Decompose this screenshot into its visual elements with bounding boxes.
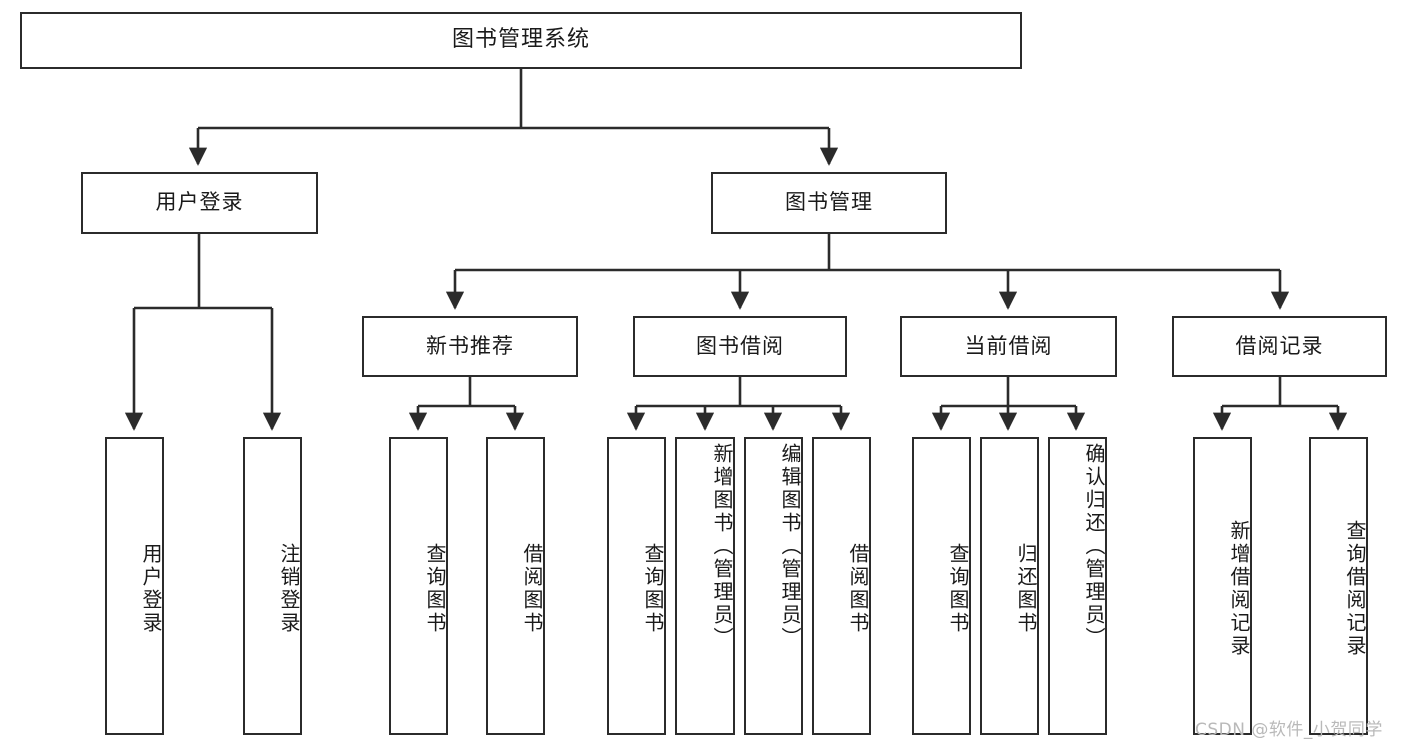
leaf-borrow-record-add[interactable]: 新增借阅记录: [1193, 437, 1252, 735]
node-book-borrow-label: 图书借阅: [696, 333, 784, 358]
node-user-login-label: 用户登录: [155, 190, 244, 215]
leaf-label: 归还图书: [1014, 543, 1038, 635]
leaf-label: 用户登录: [139, 543, 163, 635]
node-new-book-recommend-label: 新书推荐: [426, 333, 514, 358]
leaf-label: 借阅图书: [520, 543, 544, 635]
csdn-watermark: CSDN @软件_小贺同学: [1195, 720, 1383, 740]
leaf-book-borrow-borrow[interactable]: 借阅图书: [812, 437, 871, 735]
leaf-label: 借阅图书: [846, 543, 870, 635]
leaf-borrow-record-query[interactable]: 查询借阅记录: [1309, 437, 1368, 735]
node-borrow-record[interactable]: 借阅记录: [1172, 316, 1387, 377]
node-current-borrow-label: 当前借阅: [964, 333, 1053, 358]
leaf-label: 查询图书: [641, 543, 665, 635]
leaf-new-book-borrow[interactable]: 借阅图书: [486, 437, 545, 735]
leaf-label: 查询图书: [423, 543, 447, 635]
leaf-user-login-login[interactable]: 用户登录: [105, 437, 164, 735]
node-book-borrow[interactable]: 图书借阅: [633, 316, 847, 377]
leaf-label: 查询借阅记录: [1343, 520, 1367, 658]
node-root-label: 图书管理系统: [451, 27, 590, 53]
leaf-label: 编辑图书（管理员）: [778, 443, 802, 650]
leaf-book-borrow-edit[interactable]: 编辑图书（管理员）: [744, 437, 803, 735]
node-borrow-record-label: 借阅记录: [1235, 333, 1324, 358]
node-book-manage-label: 图书管理: [785, 190, 873, 215]
leaf-current-borrow-return[interactable]: 归还图书: [980, 437, 1039, 735]
node-user-login[interactable]: 用户登录: [81, 172, 318, 234]
node-book-manage[interactable]: 图书管理: [711, 172, 947, 234]
node-new-book-recommend[interactable]: 新书推荐: [362, 316, 578, 377]
leaf-book-borrow-add[interactable]: 新增图书（管理员）: [675, 437, 735, 735]
node-root[interactable]: 图书管理系统: [20, 12, 1022, 69]
leaf-label: 新增借阅记录: [1227, 520, 1251, 658]
node-current-borrow[interactable]: 当前借阅: [900, 316, 1117, 377]
leaf-user-login-logout[interactable]: 注销登录: [243, 437, 302, 735]
leaf-label: 注销登录: [277, 543, 301, 635]
leaf-label: 确认归还（管理员）: [1082, 443, 1106, 650]
leaf-current-borrow-query[interactable]: 查询图书: [912, 437, 971, 735]
leaf-book-borrow-query[interactable]: 查询图书: [607, 437, 666, 735]
leaf-label: 查询图书: [946, 543, 970, 635]
leaf-new-book-query[interactable]: 查询图书: [389, 437, 448, 735]
leaf-current-borrow-confirm[interactable]: 确认归还（管理员）: [1048, 437, 1107, 735]
leaf-label: 新增图书（管理员）: [710, 443, 734, 650]
